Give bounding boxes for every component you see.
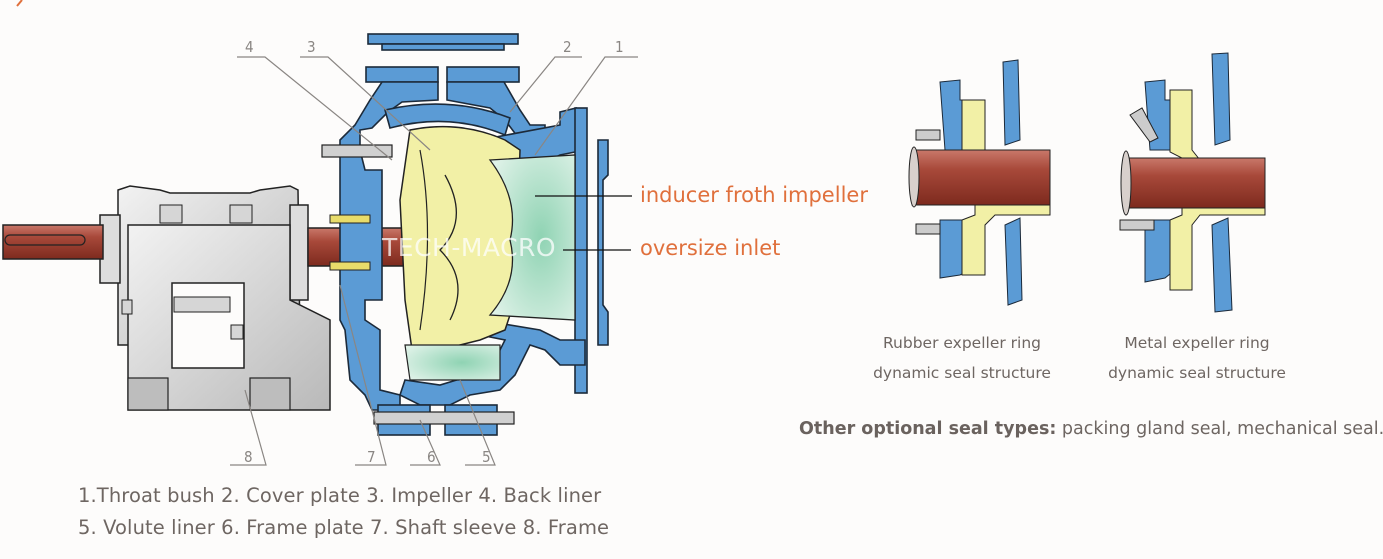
callout-3: 3	[307, 38, 316, 56]
callout-5: 5	[482, 448, 491, 466]
corner-mark	[16, 0, 23, 7]
rubber-expeller-seal-diagram	[908, 59, 1051, 306]
metal-expeller-seal-diagram	[1119, 52, 1266, 313]
callout-4: 4	[245, 38, 254, 56]
metal-seal-caption: Metal expeller ring dynamic seal structu…	[1097, 328, 1297, 388]
callout-1: 1	[615, 38, 624, 56]
other-seal-types-label: Other optional seal types:	[799, 419, 1057, 439]
parts-legend-line-2: 5. Volute liner 6. Frame plate 7. Shaft …	[78, 516, 610, 539]
other-seal-types: Other optional seal types: packing gland…	[799, 419, 1383, 439]
oversize-inlet-label: oversize inlet	[640, 236, 781, 260]
callout-8: 8	[244, 448, 253, 466]
callout-numbers: 4 3 2 1 8 7 6 5	[244, 38, 624, 466]
feature-leaders	[535, 195, 632, 251]
callout-2: 2	[563, 38, 572, 56]
rubber-seal-caption: Rubber expeller ring dynamic seal struct…	[862, 328, 1062, 388]
inducer-froth-impeller-label: inducer froth impeller	[640, 183, 868, 207]
parts-legend-line-1: 1.Throat bush 2. Cover plate 3. Impeller…	[78, 484, 602, 507]
other-seal-types-value: packing gland seal, mechanical seal.	[1056, 419, 1383, 439]
pump-frame	[99, 185, 331, 411]
watermark: TECH-MACRO	[381, 233, 556, 262]
metal-seal-caption-line-1: Metal expeller ring	[1124, 334, 1270, 352]
gland-packing	[329, 214, 371, 271]
rubber-seal-caption-line-1: Rubber expeller ring	[882, 334, 1041, 352]
rubber-seal-caption-line-2: dynamic seal structure	[873, 364, 1051, 382]
callout-leaders	[230, 56, 638, 466]
metal-seal-caption-line-2: dynamic seal structure	[1108, 364, 1286, 382]
callout-7: 7	[367, 448, 376, 466]
callout-6: 6	[427, 448, 436, 466]
